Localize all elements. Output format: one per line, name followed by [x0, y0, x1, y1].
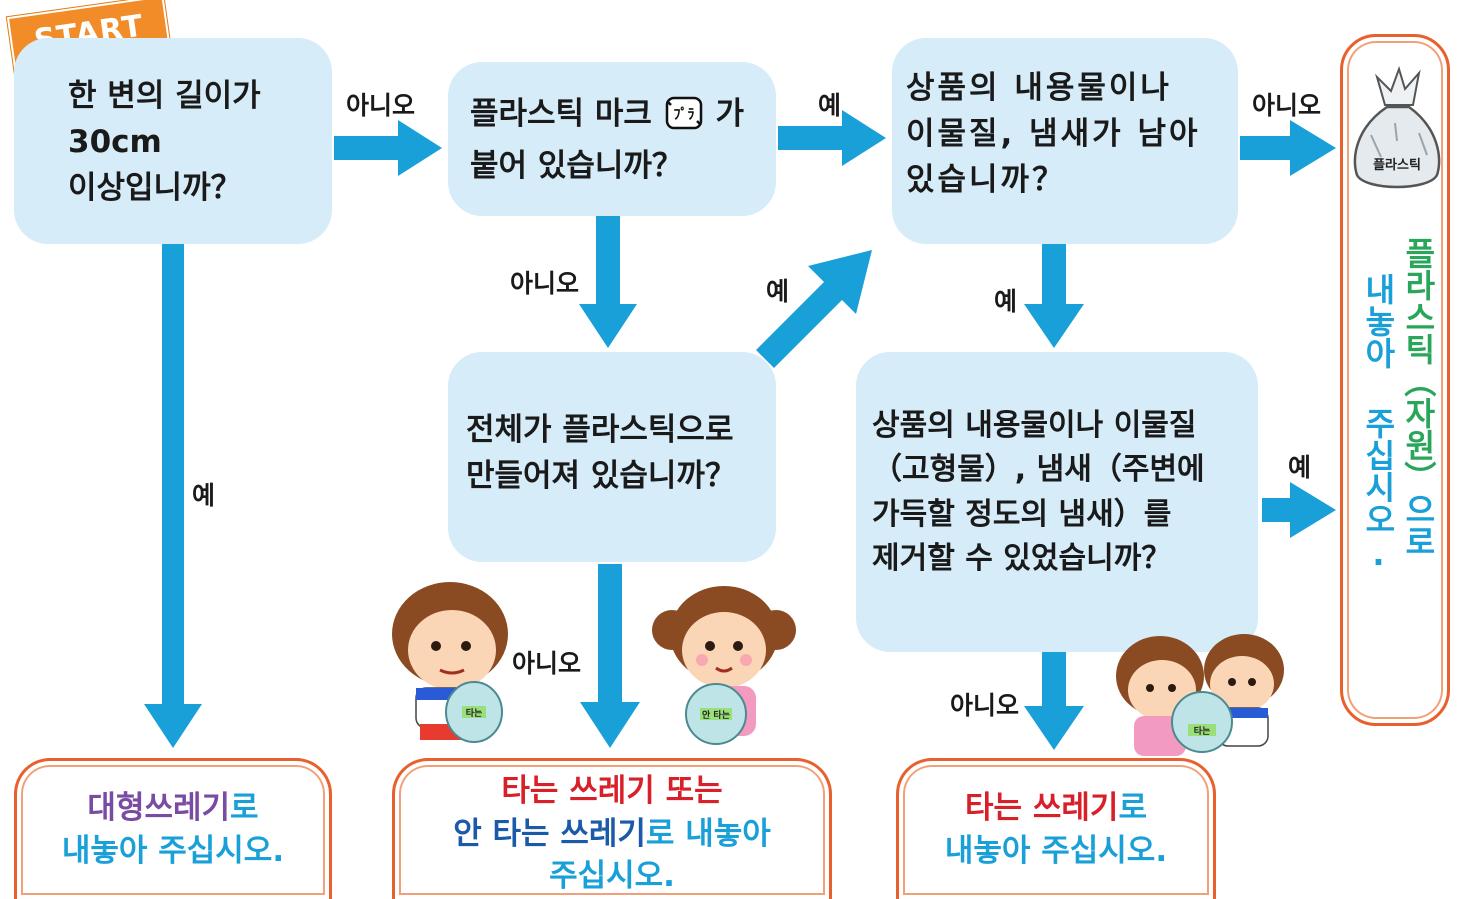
result-plastic: 플라스틱 내놓아 주십시오. 플라스틱（자원）으로 [1340, 34, 1450, 726]
label-q1-no: 아니오 [346, 91, 416, 120]
label-q2-yes: 예 [818, 91, 842, 120]
arrow-q3-to-q5 [1024, 244, 1084, 348]
question-plastic-mark-line1: 플라스틱 마크 ﾌﾟﾗ 가 [470, 92, 776, 144]
question-plastic-mark: 플라스틱 마크 ﾌﾟﾗ 가 붙어 있습니까？ [448, 62, 776, 216]
result-burnable-line1: 타는 쓰레기로 [899, 787, 1213, 830]
question-remove-residue: 상품의 내용물이나 이물질 （고형물）, 냄새（주변에 가득할 정도의 냄새）를… [856, 352, 1258, 652]
arrow-q4-to-mixed [580, 564, 640, 748]
arrow-q2-to-q4 [579, 216, 637, 348]
result-plastic-resource-note: （자원） [1399, 365, 1438, 493]
arrow-q1-to-large [144, 244, 202, 748]
result-burnable-line2: 내놓아 주십시오. [944, 833, 1168, 869]
result-or-text: 또는 [654, 772, 723, 809]
result-plastic-instruction: 내놓아 주십시오. [1359, 273, 1398, 573]
arrow-q5-to-burn [1024, 652, 1084, 750]
result-burnable-or-not-line2: 안 타는 쓰레기로 내놓아 [395, 813, 829, 856]
result-burnable: 타는 쓰레기로 내놓아 주십시오. [896, 758, 1216, 899]
arrow-q4-to-q3 [756, 250, 872, 368]
label-q4-no: 아니오 [512, 649, 582, 678]
result-large-waste-suffix: 로 [230, 790, 259, 827]
question-residue-text: 상품의 내용물이나 이물질, 냄새가 남아 있습니까？ [906, 70, 1201, 198]
result-mixed-suffix: 로 내놓아 [645, 815, 771, 852]
label-q5-no: 아니오 [950, 691, 1020, 720]
label-q1-yes: 예 [192, 481, 216, 510]
arrow-q1-to-q2 [334, 120, 442, 176]
question-residue: 상품의 내용물이나 이물질, 냄새가 남아 있습니까？ [892, 38, 1238, 244]
label-q5-yes: 예 [1288, 453, 1312, 482]
question-plastic-mark-line2: 붙어 있습니까？ [470, 147, 683, 184]
plastic-mark-icon: ﾌﾟﾗ [665, 96, 703, 144]
result-burnable-or-not-line3: 주십시오. [549, 858, 675, 895]
result-plastic-resource: 플라스틱（자원）으로 [1399, 237, 1437, 557]
result-burnable-or-not-line1: 타는 쓰레기 또는 [395, 770, 829, 813]
result-burnable-highlight: 타는 쓰레기 [501, 772, 655, 809]
question-all-plastic-text: 전체가 플라스틱으로 만들어져 있습니까？ [466, 412, 736, 494]
result-large-waste-highlight: 대형쓰레기 [87, 790, 231, 827]
arrow-q5-to-plastic [1262, 482, 1336, 538]
result-burnable-only-highlight: 타는 쓰레기 [965, 790, 1119, 827]
result-plastic-highlight: 플라스틱 [1399, 237, 1438, 365]
result-large-waste-line2: 내놓아 주십시오. [61, 833, 285, 869]
arrow-q3-to-plastic [1240, 120, 1336, 176]
question-size: 한 변의 길이가 30cm 이상입니까？ [14, 38, 332, 244]
question-plastic-mark-suffix: 가 [715, 96, 745, 132]
result-large-waste-line1: 대형쓰레기로 [17, 787, 329, 830]
plastic-bag-label: 플라스틱 [1373, 157, 1421, 173]
question-remove-residue-text: 상품의 내용물이나 이물질 （고형물）, 냄새（주변에 가득할 정도의 냄새）를… [872, 408, 1205, 577]
label-q3-yes: 예 [994, 287, 1018, 316]
label-q3-no: 아니오 [1252, 91, 1322, 120]
question-plastic-mark-text: 플라스틱 마크 [470, 96, 652, 132]
label-q2-no: 아니오 [510, 269, 580, 298]
result-plastic-suffix: 으로 [1399, 493, 1438, 557]
label-q4-yes: 예 [766, 277, 790, 306]
question-all-plastic: 전체가 플라스틱으로 만들어져 있습니까？ [448, 352, 776, 562]
result-burnable-suffix: 로 [1118, 790, 1147, 827]
question-size-text: 한 변의 길이가 30cm 이상입니까？ [68, 78, 261, 206]
result-nonburnable-highlight: 안 타는 쓰레기 [453, 815, 646, 852]
result-burnable-or-not: 타는 쓰레기 또는 안 타는 쓰레기로 내놓아 주십시오. [392, 758, 832, 899]
plastic-mark-text: ﾌﾟﾗ [673, 106, 694, 123]
result-large-waste: 대형쓰레기로 내놓아 주십시오. [14, 758, 332, 899]
plastic-bag-icon: 플라스틱 [1347, 61, 1447, 201]
arrow-q2-to-q3 [778, 110, 886, 166]
